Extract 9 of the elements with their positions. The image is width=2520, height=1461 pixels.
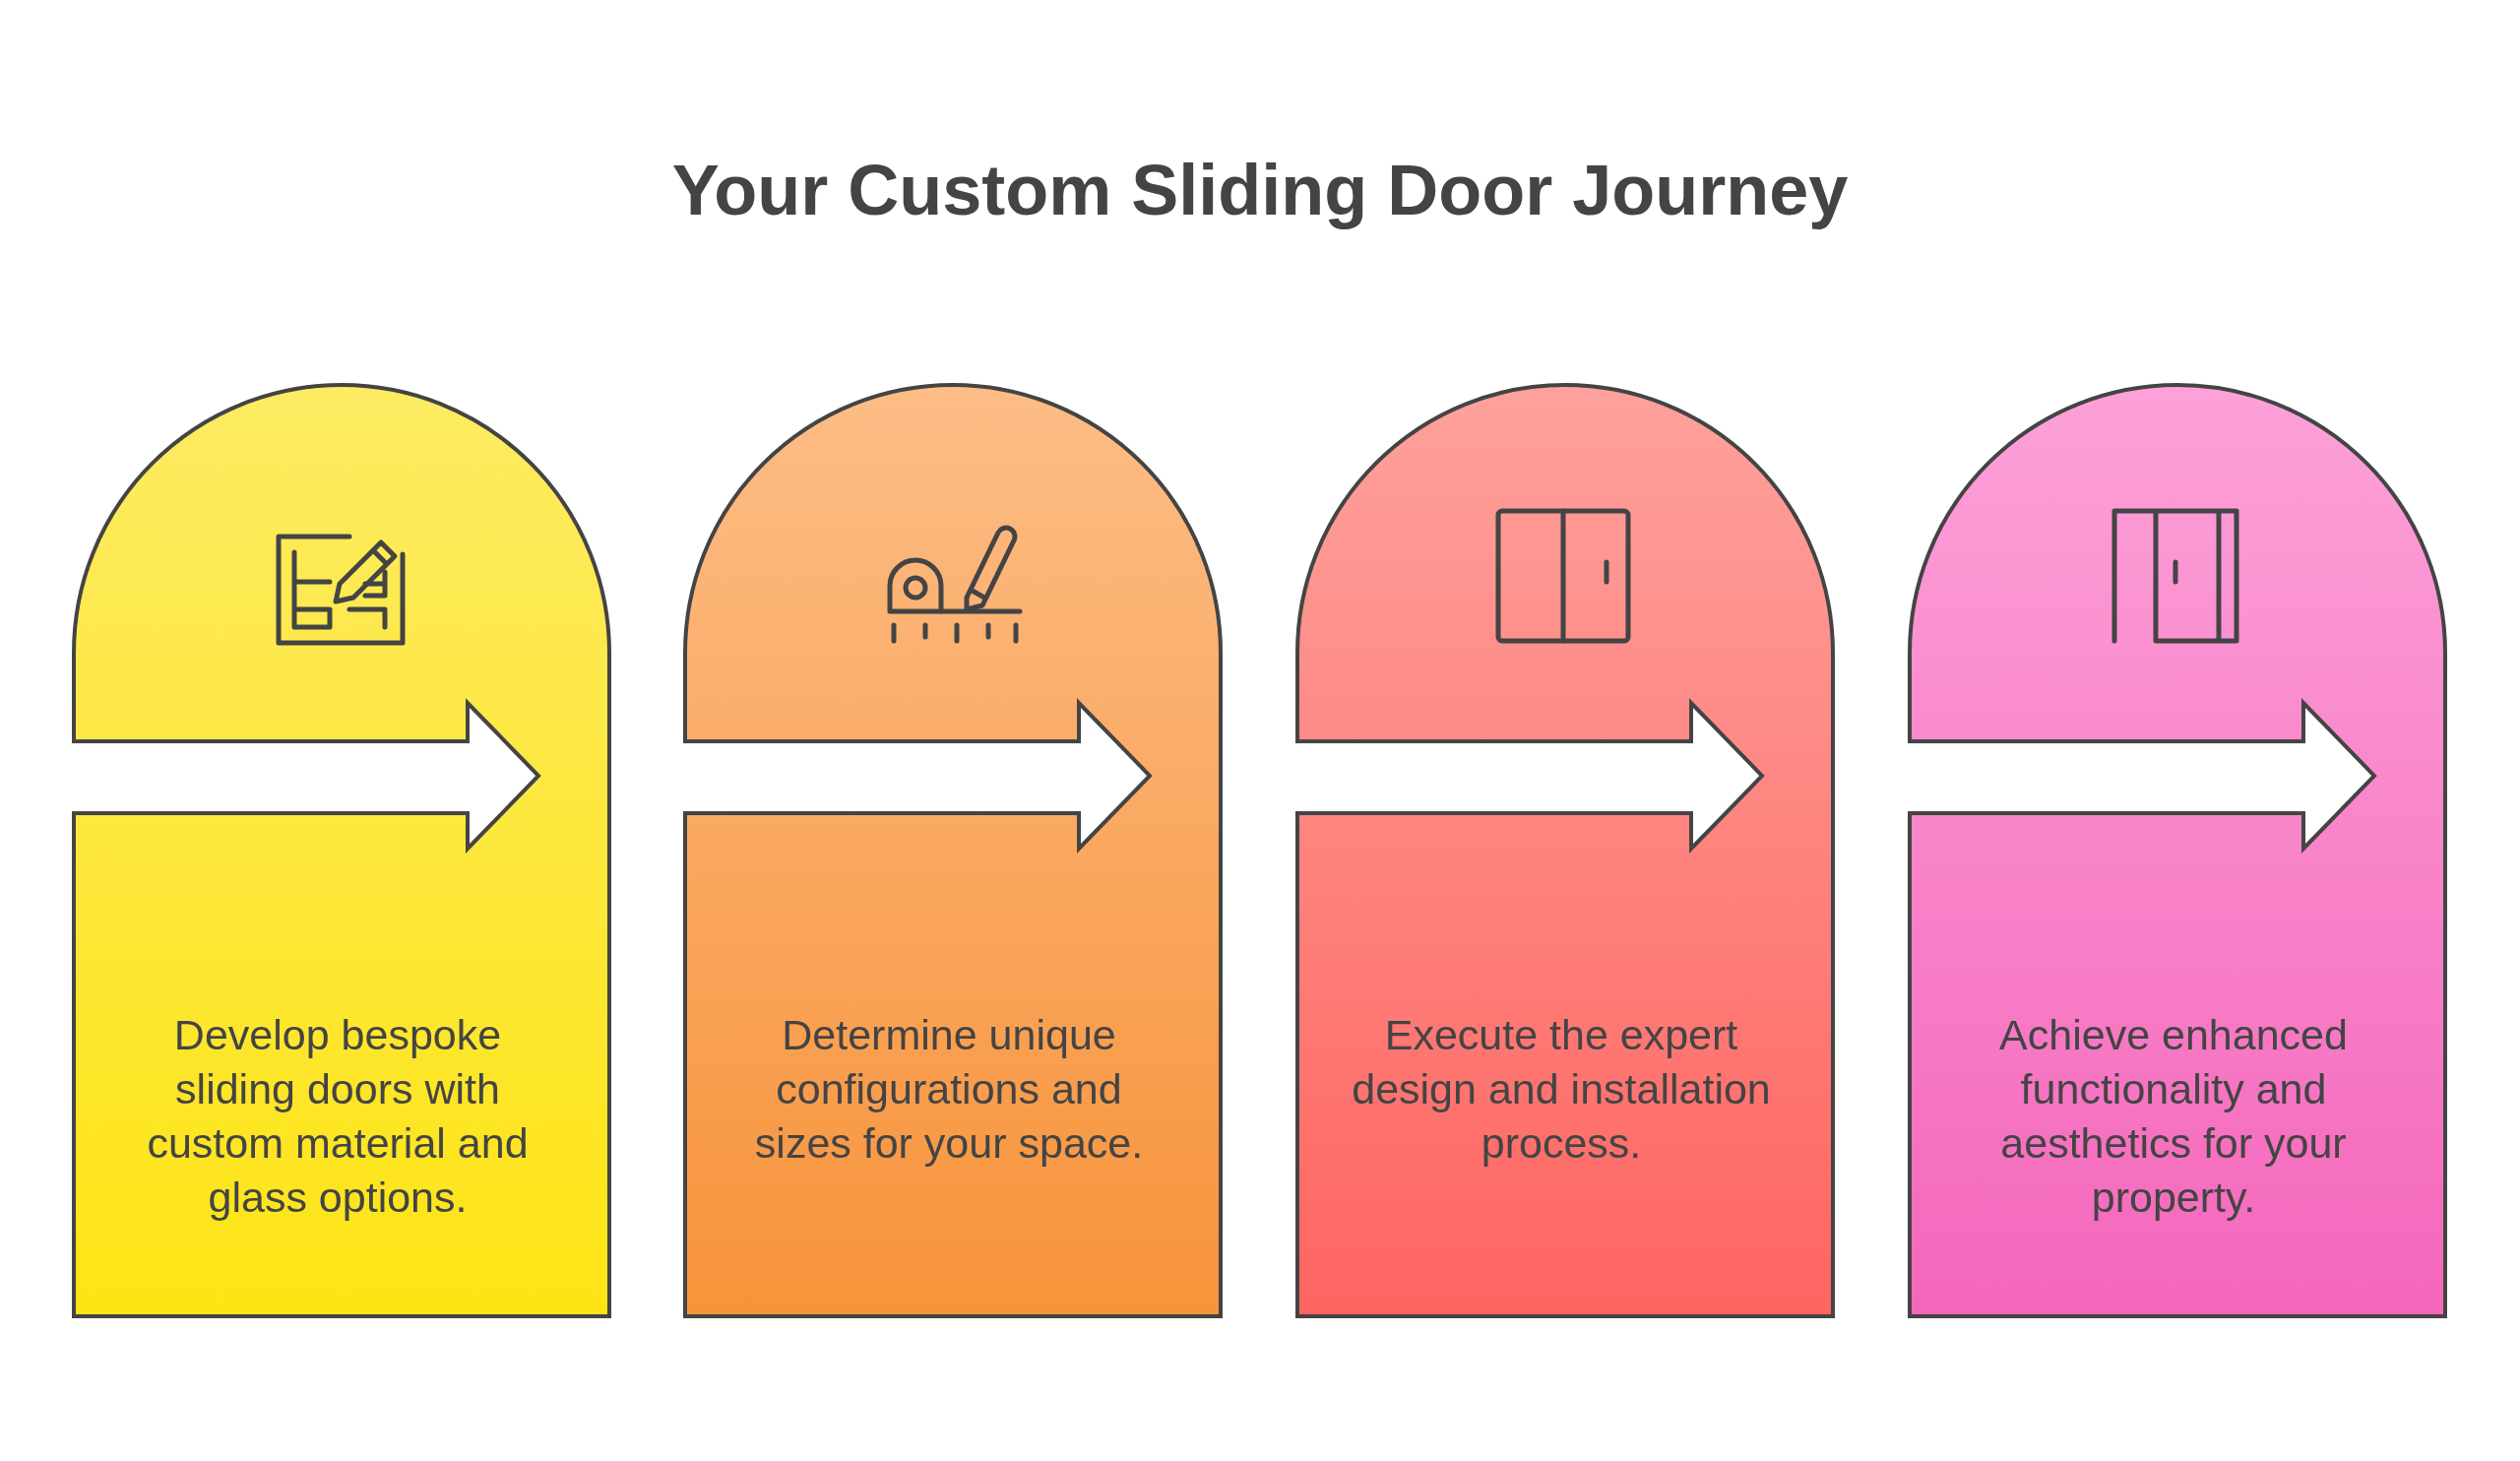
step-description: Execute the expert design and installation process.: [1351, 1010, 1772, 1169]
arch-card: [72, 381, 611, 1318]
arch-card: [683, 381, 1223, 1318]
step-description: Determine unique configurations and sizes for your space.: [753, 1010, 1145, 1169]
title: Your Custom Sliding Door Journey: [670, 150, 1850, 231]
arch-card: [1295, 381, 1835, 1318]
step-description: Develop bespoke sliding doors with custom material and glass options.: [146, 1010, 530, 1223]
arch-card: [1908, 381, 2447, 1318]
step-description: Achieve enhanced functionality and aesthetics for your property.: [1998, 1010, 2349, 1223]
